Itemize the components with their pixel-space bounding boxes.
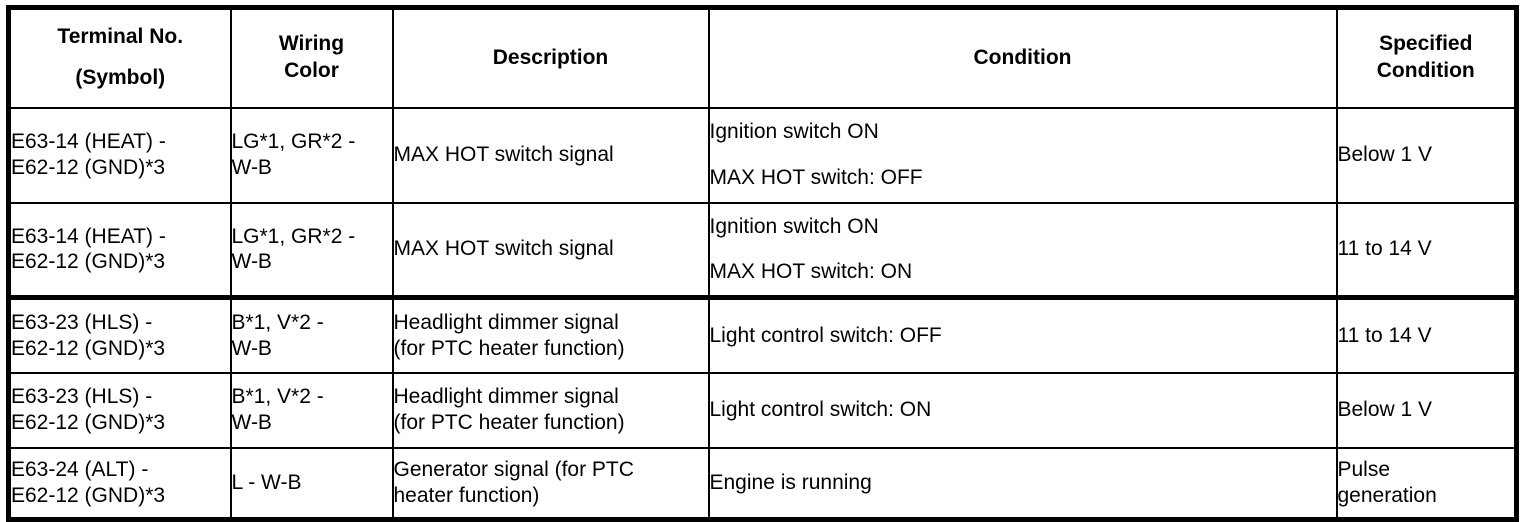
header-terminal-no-line1: Terminal No. bbox=[57, 25, 184, 49]
cell-terminal-no: E63-14 (HEAT) - E62-12 (GND)*3 bbox=[7, 201, 232, 299]
header-wiring-color-line1: Wiring bbox=[278, 32, 345, 56]
cell-terminal-no: E63-23 (HLS) - E62-12 (GND)*3 bbox=[7, 371, 232, 449]
specified-line-1: Pulse bbox=[1337, 458, 1391, 482]
terminal-line-2: E62-12 (GND)*3 bbox=[11, 336, 166, 360]
description-line-2: (for PTC heater function) bbox=[393, 336, 625, 360]
cell-terminal-no: E63-24 (ALT) - E62-12 (GND)*3 bbox=[7, 446, 232, 521]
wiring-line-1: L - W-B bbox=[231, 470, 302, 494]
condition-line-1: Ignition switch ON bbox=[709, 120, 879, 144]
cell-description: MAX HOT switch signal bbox=[391, 201, 710, 299]
terminal-line-2: E62-12 (GND)*3 bbox=[11, 156, 166, 179]
header-row: Terminal No. (Symbol) Wiring Color Descr… bbox=[7, 6, 1518, 109]
cell-specified-condition: Pulse generation bbox=[1335, 446, 1518, 521]
header-wiring-color-line2: Color bbox=[284, 59, 339, 83]
column-header-terminal-no: Terminal No. (Symbol) bbox=[7, 6, 232, 109]
cell-condition: Ignition switch ON MAX HOT switch: OFF bbox=[707, 106, 1338, 204]
cell-wiring-color: B*1, V*2 - W-B bbox=[229, 295, 394, 374]
wiring-line-2: W-B bbox=[231, 250, 272, 274]
wiring-line-2: W-B bbox=[231, 156, 272, 179]
specified-line-1: 11 to 14 V bbox=[1337, 323, 1432, 347]
column-header-condition: Condition bbox=[707, 6, 1338, 109]
column-header-description: Description bbox=[391, 6, 710, 109]
wiring-line-2: W-B bbox=[231, 411, 272, 434]
cell-specified-condition: 11 to 14 V bbox=[1335, 201, 1518, 299]
terminal-line-1: E63-14 (HEAT) - bbox=[11, 224, 166, 248]
specified-line-1: Below 1 V bbox=[1337, 398, 1433, 422]
cell-specified-condition: Below 1 V bbox=[1335, 371, 1518, 449]
wiring-line-1: LG*1, GR*2 - bbox=[231, 130, 356, 154]
specified-line-1: 11 to 14 V bbox=[1337, 237, 1432, 261]
cell-condition: Ignition switch ON MAX HOT switch: ON bbox=[707, 201, 1338, 299]
terminal-line-1: E63-23 (HLS) - bbox=[11, 311, 153, 335]
wiring-line-1: LG*1, GR*2 - bbox=[231, 224, 356, 248]
description-line-2: (for PTC heater function) bbox=[393, 411, 625, 434]
cell-wiring-color: LG*1, GR*2 - W-B bbox=[229, 201, 394, 299]
table-row: E63-14 (HEAT) - E62-12 (GND)*3 LG*1, GR*… bbox=[7, 201, 1518, 299]
cell-description: Headlight dimmer signal (for PTC heater … bbox=[391, 371, 710, 449]
terminal-line-1: E63-23 (HLS) - bbox=[11, 385, 153, 409]
cell-condition: Engine is running bbox=[707, 446, 1338, 521]
cell-description: Headlight dimmer signal (for PTC heater … bbox=[391, 295, 710, 374]
terminal-line-2: E62-12 (GND)*3 bbox=[11, 483, 166, 507]
table-row: E63-14 (HEAT) - E62-12 (GND)*3 LG*1, GR*… bbox=[7, 106, 1518, 204]
condition-spacer bbox=[710, 145, 1336, 165]
cell-wiring-color: LG*1, GR*2 - W-B bbox=[229, 106, 394, 204]
terminal-line-1: E63-14 (HEAT) - bbox=[11, 130, 166, 154]
wiring-line-1: B*1, V*2 - bbox=[231, 385, 324, 409]
table-body: E63-14 (HEAT) - E62-12 (GND)*3 LG*1, GR*… bbox=[7, 106, 1518, 521]
specified-line-2: generation bbox=[1337, 483, 1437, 507]
terminal-line-2: E62-12 (GND)*3 bbox=[11, 411, 166, 434]
description-line-1: MAX HOT switch signal bbox=[393, 237, 614, 261]
terminal-line-2: E62-12 (GND)*3 bbox=[11, 250, 166, 274]
condition-spacer bbox=[710, 239, 1336, 259]
description-line-2: heater function) bbox=[393, 483, 540, 507]
table-row: E63-23 (HLS) - E62-12 (GND)*3 B*1, V*2 -… bbox=[7, 295, 1518, 374]
column-header-specified-condition: Specified Condition bbox=[1335, 6, 1518, 109]
header-specified-condition-line2: Condition bbox=[1376, 59, 1475, 83]
cell-wiring-color: L - W-B bbox=[229, 446, 394, 521]
table-header: Terminal No. (Symbol) Wiring Color Descr… bbox=[7, 6, 1518, 109]
condition-line-1: Light control switch: ON bbox=[709, 398, 932, 422]
header-terminal-no-line2: (Symbol) bbox=[75, 66, 166, 90]
description-line-1: MAX HOT switch signal bbox=[393, 143, 614, 167]
cell-wiring-color: B*1, V*2 - W-B bbox=[229, 371, 394, 449]
condition-line-2: MAX HOT switch: OFF bbox=[709, 166, 923, 189]
cell-terminal-no: E63-23 (HLS) - E62-12 (GND)*3 bbox=[7, 295, 232, 374]
condition-line-1: Ignition switch ON bbox=[709, 214, 879, 238]
cell-description: MAX HOT switch signal bbox=[391, 106, 710, 204]
condition-line-2: MAX HOT switch: ON bbox=[709, 260, 913, 284]
cell-description: Generator signal (for PTC heater functio… bbox=[391, 446, 710, 521]
cell-condition: Light control switch: ON bbox=[707, 371, 1338, 449]
description-line-1: Generator signal (for PTC bbox=[393, 458, 634, 482]
cell-specified-condition: 11 to 14 V bbox=[1335, 295, 1518, 374]
cell-terminal-no: E63-14 (HEAT) - E62-12 (GND)*3 bbox=[7, 106, 232, 204]
condition-line-1: Engine is running bbox=[709, 470, 872, 494]
wiring-line-1: B*1, V*2 - bbox=[231, 311, 324, 335]
header-specified-condition-line1: Specified bbox=[1379, 32, 1473, 56]
wiring-line-2: W-B bbox=[231, 336, 272, 360]
terminal-line-1: E63-24 (ALT) - bbox=[11, 458, 149, 482]
specified-line-1: Below 1 V bbox=[1337, 143, 1433, 167]
column-header-wiring-color: Wiring Color bbox=[229, 6, 394, 109]
cell-specified-condition: Below 1 V bbox=[1335, 106, 1518, 204]
description-line-1: Headlight dimmer signal bbox=[393, 311, 619, 335]
description-line-1: Headlight dimmer signal bbox=[393, 385, 619, 409]
table-row: E63-24 (ALT) - E62-12 (GND)*3 L - W-B Ge… bbox=[7, 446, 1518, 521]
table-row: E63-23 (HLS) - E62-12 (GND)*3 B*1, V*2 -… bbox=[7, 371, 1518, 449]
cell-condition: Light control switch: OFF bbox=[707, 295, 1338, 374]
condition-line-1: Light control switch: OFF bbox=[709, 323, 942, 347]
terminal-inspection-table: Terminal No. (Symbol) Wiring Color Descr… bbox=[6, 5, 1519, 522]
